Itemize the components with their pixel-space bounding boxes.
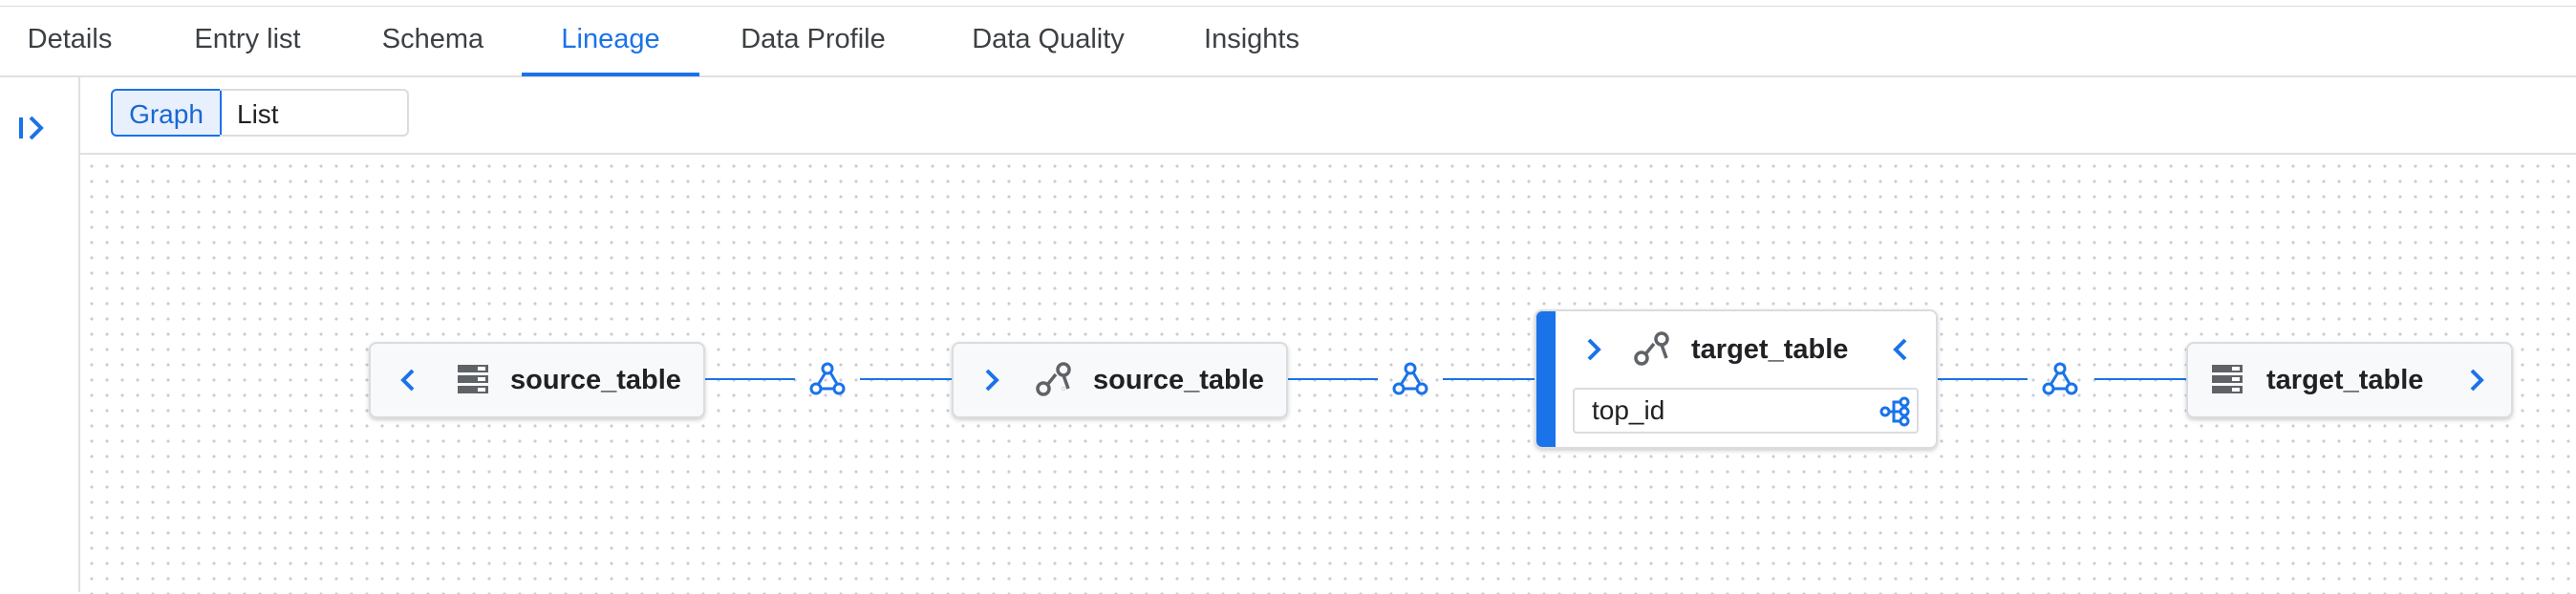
node-title: source_table — [510, 365, 681, 396]
lineage-node-target-table[interactable]: target_table — [2186, 342, 2513, 418]
tab-data-profile[interactable]: Data Profile — [722, 6, 904, 75]
column-lineage-icon[interactable] — [1878, 395, 1911, 433]
process-icon — [1632, 329, 1672, 373]
webhook-process-icon[interactable] — [1389, 358, 1431, 400]
chevron-left-icon[interactable] — [392, 363, 426, 402]
chevron-right-icon[interactable] — [1577, 332, 1611, 371]
tab-details[interactable]: Details — [0, 6, 140, 75]
table-icon — [2209, 361, 2245, 402]
tab-data-quality[interactable]: Data Quality — [950, 6, 1147, 75]
column-row[interactable]: top_id — [1573, 388, 1919, 434]
process-icon — [1034, 359, 1074, 404]
tab-entry-list[interactable]: Entry list — [159, 6, 336, 75]
tab-lineage[interactable]: Lineage — [522, 6, 699, 75]
tab-insights[interactable]: Insights — [1187, 6, 1317, 75]
webhook-process-icon[interactable] — [806, 358, 848, 400]
list-view-button[interactable]: List — [220, 89, 409, 137]
table-icon — [455, 361, 491, 402]
focus-indicator — [1536, 311, 1556, 447]
node-title: source_table — [1093, 365, 1264, 396]
column-name: top_id — [1592, 390, 1664, 432]
node-title: target_table — [1691, 334, 1848, 366]
lineage-node-source-table[interactable]: source_table — [369, 342, 705, 418]
lineage-canvas[interactable]: source_table source_table target_table — [80, 153, 2576, 594]
tab-bar: Details Entry list Schema Lineage Data P… — [0, 6, 2576, 77]
node-title: target_table — [2266, 365, 2423, 396]
graph-view-button[interactable]: Graph — [111, 89, 222, 137]
left-rail — [0, 77, 80, 592]
chevron-right-icon[interactable] — [2459, 363, 2494, 402]
expand-panel-icon[interactable] — [11, 104, 61, 154]
webhook-process-icon[interactable] — [2039, 358, 2081, 400]
chevron-right-icon[interactable] — [975, 363, 1009, 402]
tab-schema[interactable]: Schema — [357, 6, 508, 75]
list-view-label: List — [237, 91, 279, 138]
active-tab-indicator — [522, 73, 699, 76]
lineage-node-target-table-process[interactable]: target_table top_id — [1535, 309, 1938, 449]
lineage-node-source-table-process[interactable]: source_table — [952, 342, 1288, 418]
chevron-left-icon[interactable] — [1884, 332, 1919, 371]
